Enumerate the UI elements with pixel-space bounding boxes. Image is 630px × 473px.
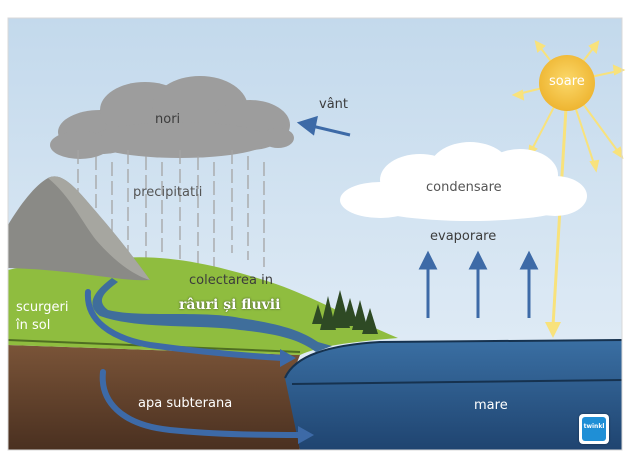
sun-ray-arrowhead	[545, 322, 561, 338]
label-runoff-line1: scurgeri	[16, 300, 69, 315]
label-runoff-line2: în sol	[16, 318, 51, 333]
label-wind: vânt	[319, 97, 348, 112]
sea-line	[291, 379, 623, 385]
trees	[312, 290, 378, 334]
soil	[8, 345, 300, 450]
wind-arrow	[296, 115, 351, 137]
diagram-frame	[7, 17, 623, 451]
label-precipitation: precipitatii	[133, 185, 203, 200]
twinkl-logo-text: twinkl	[583, 423, 605, 430]
label-collection-line1: colectarea in	[189, 273, 273, 288]
river	[92, 278, 332, 352]
label-evaporation: evaporare	[430, 229, 497, 244]
label-collection-line2: râuri și fluvii	[179, 297, 281, 313]
runoff-arrow	[84, 289, 296, 367]
mountain-shade	[48, 176, 150, 280]
sea-surface	[284, 339, 623, 379]
rain-cloud	[50, 76, 294, 159]
label-clouds: nori	[155, 112, 181, 127]
label-groundwater: apa subterana	[138, 396, 233, 411]
label-sun: soare	[549, 74, 585, 89]
label-condensation: condensare	[426, 180, 502, 195]
evaporation-arrows	[418, 250, 539, 318]
sun-ray-to-sea	[551, 107, 568, 327]
label-sea: mare	[474, 398, 508, 413]
sea	[285, 340, 622, 450]
condensation-cloud	[340, 142, 587, 221]
twinkl-logo: twinkl	[579, 414, 609, 444]
twinkl-logo-icon: twinkl	[582, 417, 606, 441]
groundwater-arrow	[99, 369, 314, 444]
sun	[539, 55, 595, 111]
